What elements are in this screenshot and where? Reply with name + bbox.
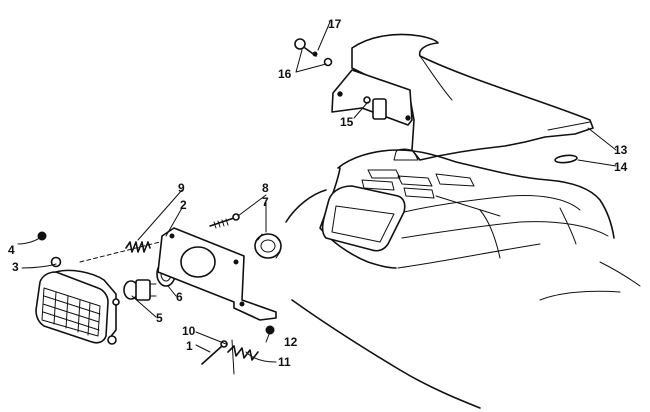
callout-1: 1 bbox=[186, 339, 193, 353]
callout-3: 3 bbox=[12, 260, 19, 274]
callout-5: 5 bbox=[156, 311, 163, 325]
windshield bbox=[351, 33, 594, 161]
headlight-bracket bbox=[157, 227, 277, 321]
callout-16: 16 bbox=[278, 67, 292, 81]
adjust-spring bbox=[125, 241, 151, 253]
bracket-nut bbox=[265, 325, 275, 335]
adjuster-knob bbox=[254, 233, 282, 259]
callout-12: 12 bbox=[284, 335, 298, 349]
callout-4: 4 bbox=[8, 243, 15, 257]
callout-10: 10 bbox=[182, 324, 196, 338]
headlight-bulb bbox=[123, 279, 157, 301]
callout-8: 8 bbox=[262, 181, 269, 195]
callout-2: 2 bbox=[180, 198, 187, 212]
reflector bbox=[554, 154, 578, 164]
hood bbox=[285, 148, 641, 409]
adjust-screw-long bbox=[209, 213, 240, 229]
windshield-clip bbox=[363, 96, 387, 120]
callout-14: 14 bbox=[614, 160, 628, 174]
windshield-bracket bbox=[331, 69, 413, 126]
callout-13: 13 bbox=[614, 143, 628, 157]
leader-lines bbox=[17, 21, 617, 363]
callout-7: 7 bbox=[262, 195, 269, 209]
callout-17: 17 bbox=[328, 17, 342, 31]
callout-9: 9 bbox=[178, 181, 185, 195]
callout-6: 6 bbox=[176, 290, 183, 304]
callouts: 1 2 3 4 5 6 7 8 9 10 11 12 13 14 15 16 1… bbox=[8, 17, 628, 369]
lower-adjust-hardware bbox=[201, 339, 259, 375]
windshield-screw-washer bbox=[294, 38, 333, 67]
callout-11: 11 bbox=[278, 355, 291, 369]
callout-15: 15 bbox=[340, 115, 354, 129]
headlight-assembly bbox=[35, 269, 120, 345]
